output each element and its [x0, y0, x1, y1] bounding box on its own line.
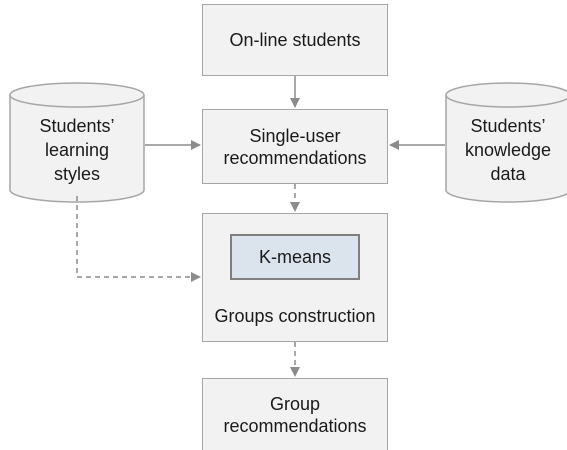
learning-styles-label: Students’ learning styles: [39, 116, 115, 184]
knowledge-data-database: [445, 82, 567, 203]
single-user-recommendations-node: Single-user recommendations: [202, 109, 388, 184]
kmeans-node: K-means: [230, 234, 360, 280]
group-recommendations-node: Group recommendations: [202, 378, 388, 450]
edge-learning-styles-to-groups: [76, 196, 201, 282]
groups-construction-label: Groups construction: [214, 306, 376, 326]
online-students-node: On-line students: [202, 4, 388, 76]
online-students-label: On-line students: [229, 30, 361, 50]
learning-styles-database: [9, 82, 145, 203]
knowledge-data-label: Students’ knowledge data: [464, 116, 552, 184]
group-recommendations-label: Group recommendations: [223, 393, 367, 436]
single-user-recommendations-label: Single-user recommendations: [223, 125, 367, 168]
kmeans-label: K-means: [258, 246, 332, 267]
